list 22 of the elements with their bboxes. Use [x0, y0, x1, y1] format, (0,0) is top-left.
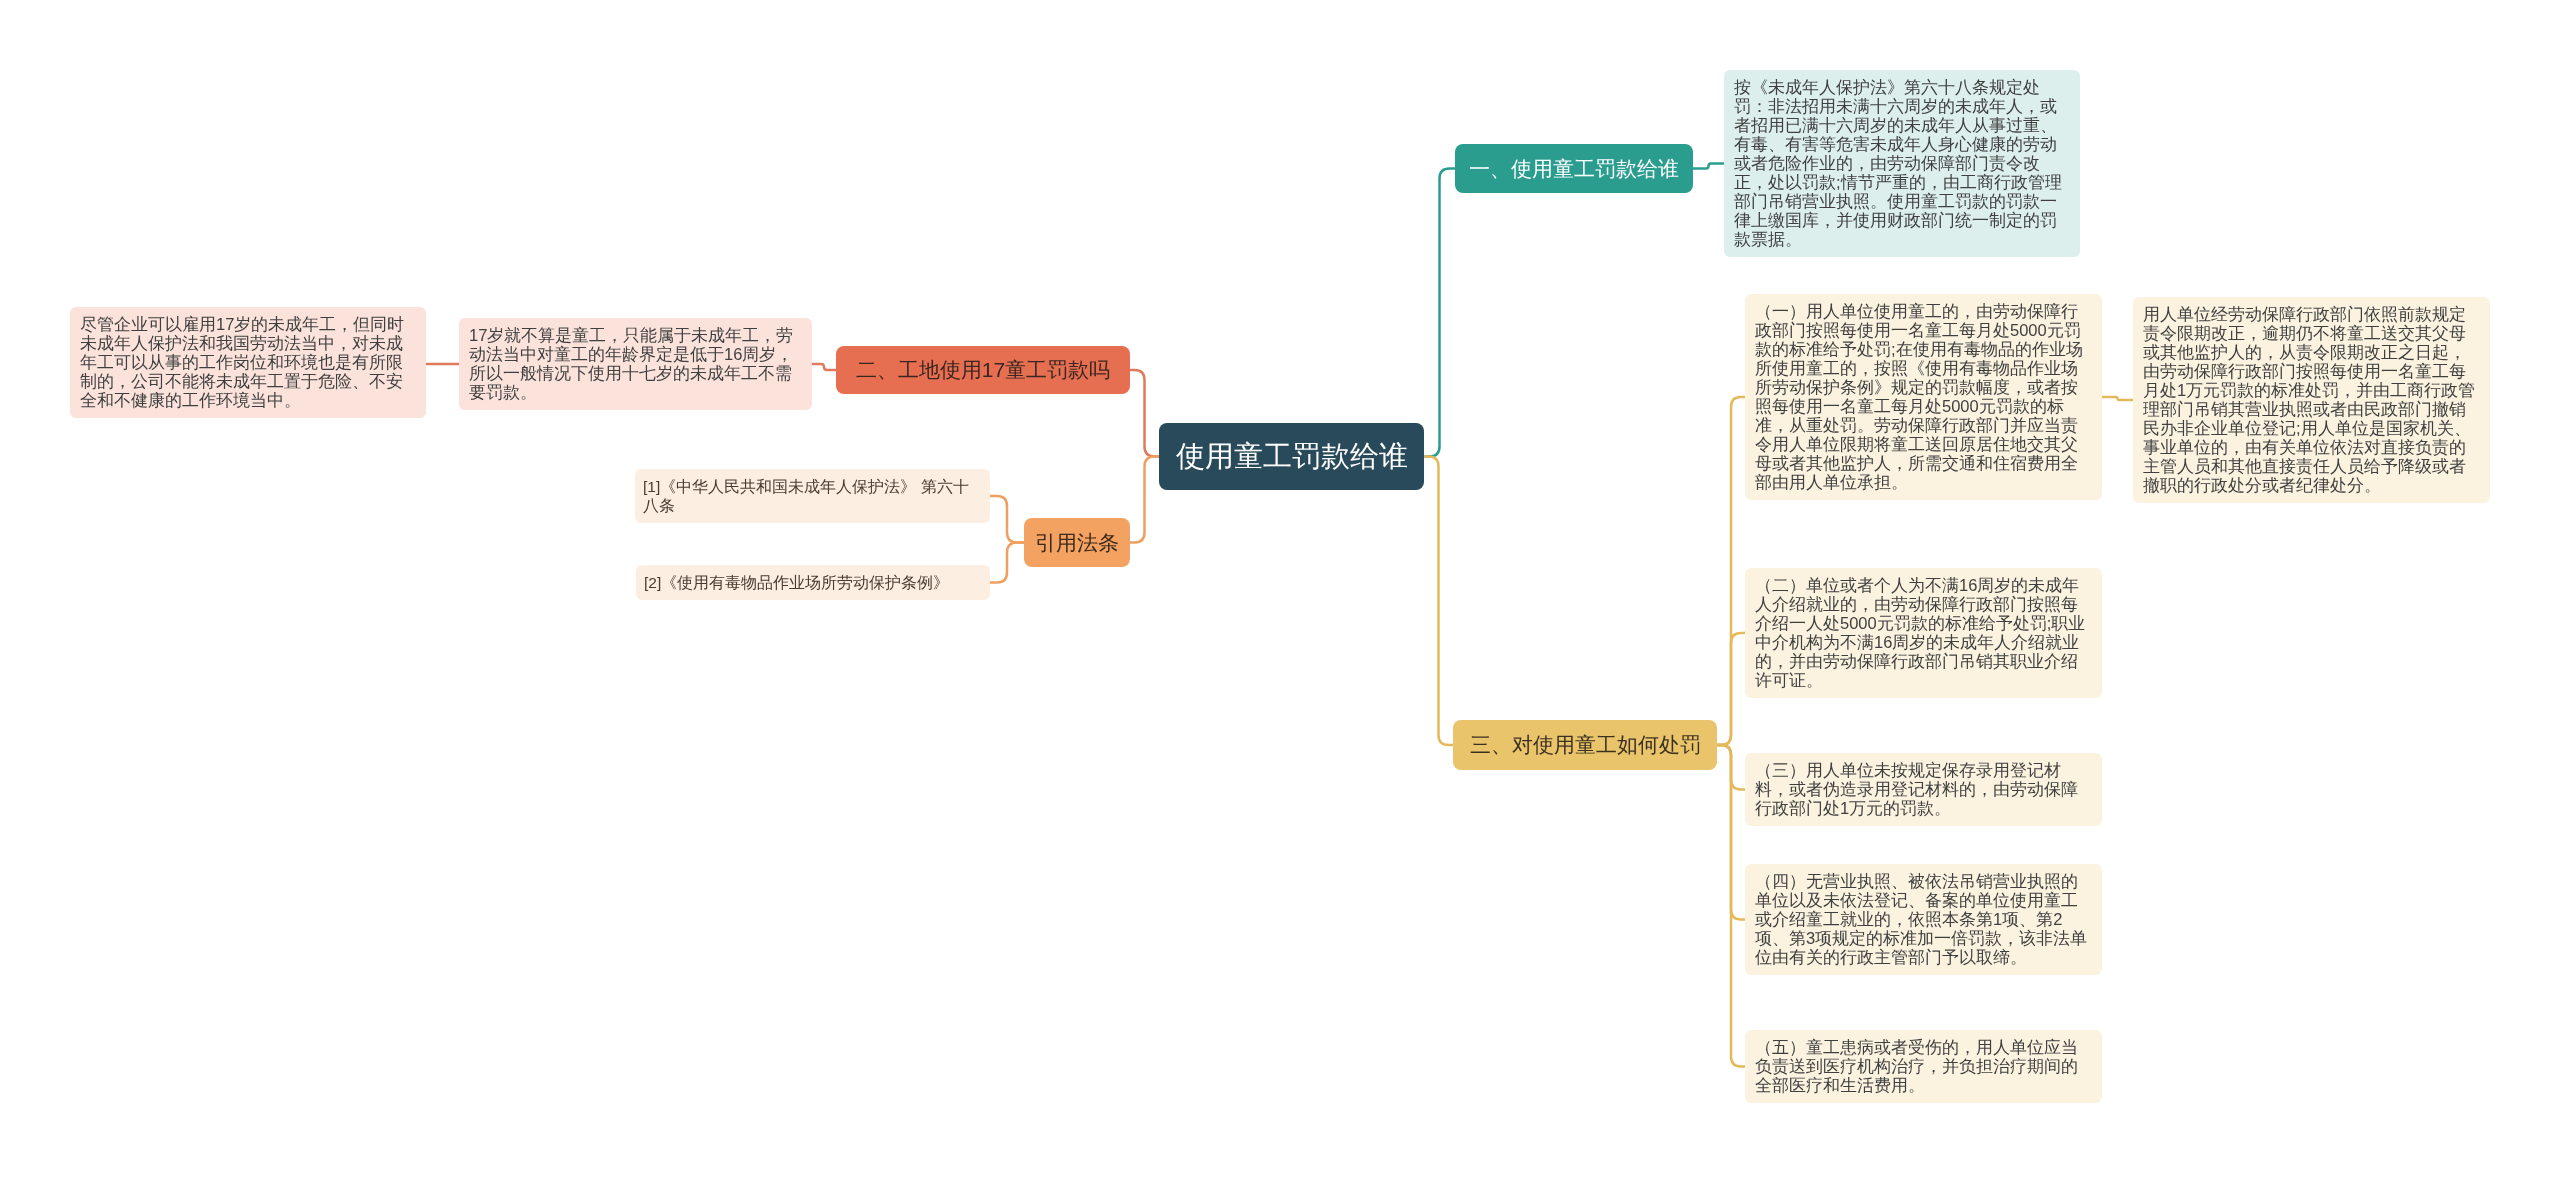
connector-line: [2102, 395, 2133, 402]
note-box: （三）用人单位未按规定保存录用登记材料，或者伪造录用登记材料的，由劳动保障行政部门处1万元的罚款。: [1745, 753, 2102, 826]
branch-topic-box: 二、工地使用17童工罚款吗: [836, 346, 1130, 394]
note-box: （二）单位或者个人为不满16周岁的未成年人介绍就业的，由劳动保障行政部门按照每介绍一人处5000元罚款的标准给予处罚;职业中介机构为不满16周岁的未成年人介绍就业的，并由劳动保障行政部门吊销其职业介绍许可证。: [1745, 568, 2102, 698]
note-box: （一）用人单位使用童工的，由劳动保障行政部门按照每使用一名童工每月处5000元罚款的标准给予处罚;在使用有毒物品的作业场所使用童工的，按照《使用有毒物品作业场所劳动保护条例》规定的罚款幅度，或者按照每使用一名童工每月处5000元罚款的标准，从重处罚。劳动保障行政部门并应当责令用人单位限期将童工送回原居住地交其父母或者其他监护人，所需交通和住宿费用全部由用人单位承担。: [1745, 294, 2102, 500]
note-box: [2]《使用有毒物品作业场所劳动保护条例》: [636, 565, 990, 600]
note-box: 用人单位经劳动保障行政部门依照前款规定责令限期改正，逾期仍不将童工送交其父母或其他监护人的，从责令限期改正之日起，由劳动保障行政部门按照每使用一名童工每月处1万元罚款的标准处罚，并由工商行政管理部门吊销其营业执照或者由民政部门撤销民办非企业单位登记;用人单位是国家机关、事业单位的，由有关单位依法对直接负责的主管人员和其他直接责任人员给予降级或者撤职的行政处分或者纪律处分。: [2133, 297, 2490, 503]
note-box: 按《未成年人保护法》第六十八条规定处罚：非法招用未满十六周岁的未成年人，或者招用已满十六周岁的未成年人从事过重、有毒、有害等危害未成年人身心健康的劳动或者危险作业的，由劳动保障部门责令改正，处以罚款;情节严重的，由工商行政管理部门吊销营业执照。使用童工罚款的罚款一律上缴国库，并使用财政部门统一制定的罚款票据。: [1724, 70, 2080, 257]
note-box: （四）无营业执照、被依法吊销营业执照的单位以及未依法登记、备案的单位使用童工或介绍童工就业的，依照本条第1项、第2项、第3项规定的标准加一倍罚款，该非法单位由有关的行政主管部门予以取缔。: [1745, 864, 2102, 975]
root-topic-box: 使用童工罚款给谁: [1159, 423, 1424, 490]
connector-line: [990, 541, 1024, 584]
connector-line: [1693, 162, 1724, 170]
note-box: 17岁就不算是童工，只能属于未成年工，劳动法当中对童工的年龄界定是低于16周岁，所以一般情况下使用十七岁的未成年工不需要罚款。: [459, 318, 812, 410]
connector-line: [812, 362, 836, 372]
branch-topic-box: 引用法条: [1024, 518, 1130, 567]
branch-topic-box: 一、使用童工罚款给谁: [1455, 144, 1693, 193]
branch-topic-box: 三、对使用童工如何处罚: [1453, 720, 1717, 770]
note-box: （五）童工患病或者受伤的，用人单位应当负责送到医疗机构治疗，并负担治疗期间的全部医疗和生活费用。: [1745, 1030, 2102, 1103]
connector-line: [1717, 743, 1745, 1068]
connector-line: [426, 362, 459, 366]
note-box: 尽管企业可以雇用17岁的未成年工，但同时未成年人保护法和我国劳动法当中，对未成年工可以从事的工作岗位和环境也是有所限制的，公司不能将未成年工置于危险、不安全和不健康的工作环境当中。: [70, 307, 426, 418]
note-box: [1]《中华人民共和国未成年人保护法》 第六十八条: [635, 469, 990, 523]
